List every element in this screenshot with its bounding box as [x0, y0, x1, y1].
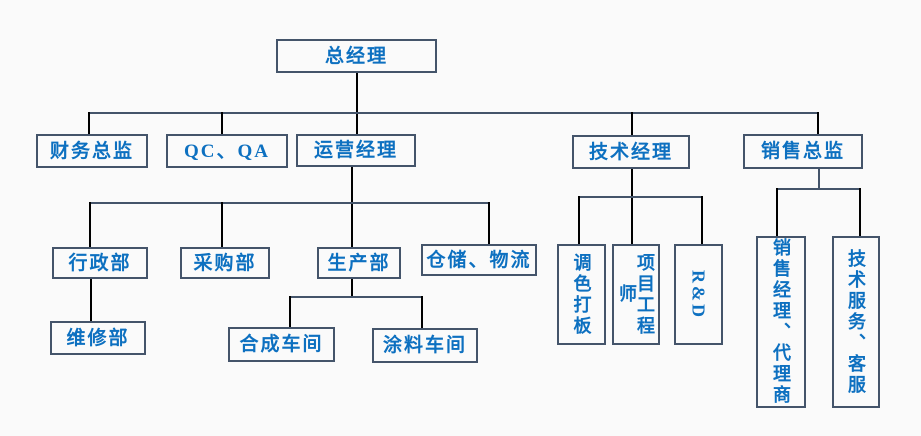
connector-drop-synthesis-workshop: [289, 296, 291, 327]
node-sales-manager-agents: 销售经理、代理商: [756, 236, 806, 408]
node-qc-qa: QC、QA: [166, 134, 288, 168]
node-general-manager: 总经理: [276, 39, 437, 73]
connector-drop-admin-dept: [89, 202, 91, 247]
connector-workshop-bus: [289, 296, 423, 298]
node-project-engineer: 项目工程师: [612, 244, 660, 345]
connector-row2-bus: [88, 112, 819, 114]
connector-drop-color-matching: [578, 196, 580, 244]
connector-admin-to-maintenance: [90, 279, 92, 322]
connector-operations-down: [351, 167, 353, 247]
connector-drop-sales-director: [817, 112, 819, 134]
connector-row3-bus: [89, 202, 490, 204]
connector-drop-sales-manager-agents: [776, 188, 778, 236]
connector-drop-warehouse-logistics: [488, 202, 490, 244]
connector-technical-down: [631, 169, 633, 244]
node-finance-director: 财务总监: [36, 134, 148, 168]
connector-drop-rd: [701, 196, 703, 244]
connector-gm-down: [356, 73, 358, 135]
node-tech-service-support: 技术服务、客服: [832, 236, 880, 408]
connector-drop-technical-manager: [631, 112, 633, 135]
connector-drop-finance-director: [88, 112, 90, 134]
connector-production-down: [351, 279, 353, 297]
node-sales-director: 销售总监: [743, 134, 863, 169]
connector-sales-bus: [776, 188, 861, 190]
connector-drop-qc-qa: [221, 112, 223, 134]
node-operations-manager: 运营经理: [296, 134, 416, 167]
node-rd: R&D: [674, 244, 723, 345]
node-technical-manager: 技术经理: [572, 135, 690, 169]
node-warehouse-logistics: 仓储、物流: [421, 244, 537, 276]
connector-drop-coating-workshop: [421, 296, 423, 328]
node-coating-workshop: 涂料车间: [372, 328, 478, 363]
connector-drop-purchasing-dept: [221, 202, 223, 247]
node-synthesis-workshop: 合成车间: [228, 327, 335, 362]
connector-technical-bus: [578, 196, 703, 198]
node-production-dept: 生产部: [317, 247, 401, 279]
node-color-matching: 调色打板: [557, 244, 606, 345]
node-admin-dept: 行政部: [52, 247, 148, 279]
node-purchasing-dept: 采购部: [180, 247, 270, 279]
connector-sales-down: [818, 169, 820, 190]
node-maintenance-dept: 维修部: [50, 321, 146, 355]
connector-drop-tech-service-support: [859, 188, 861, 236]
